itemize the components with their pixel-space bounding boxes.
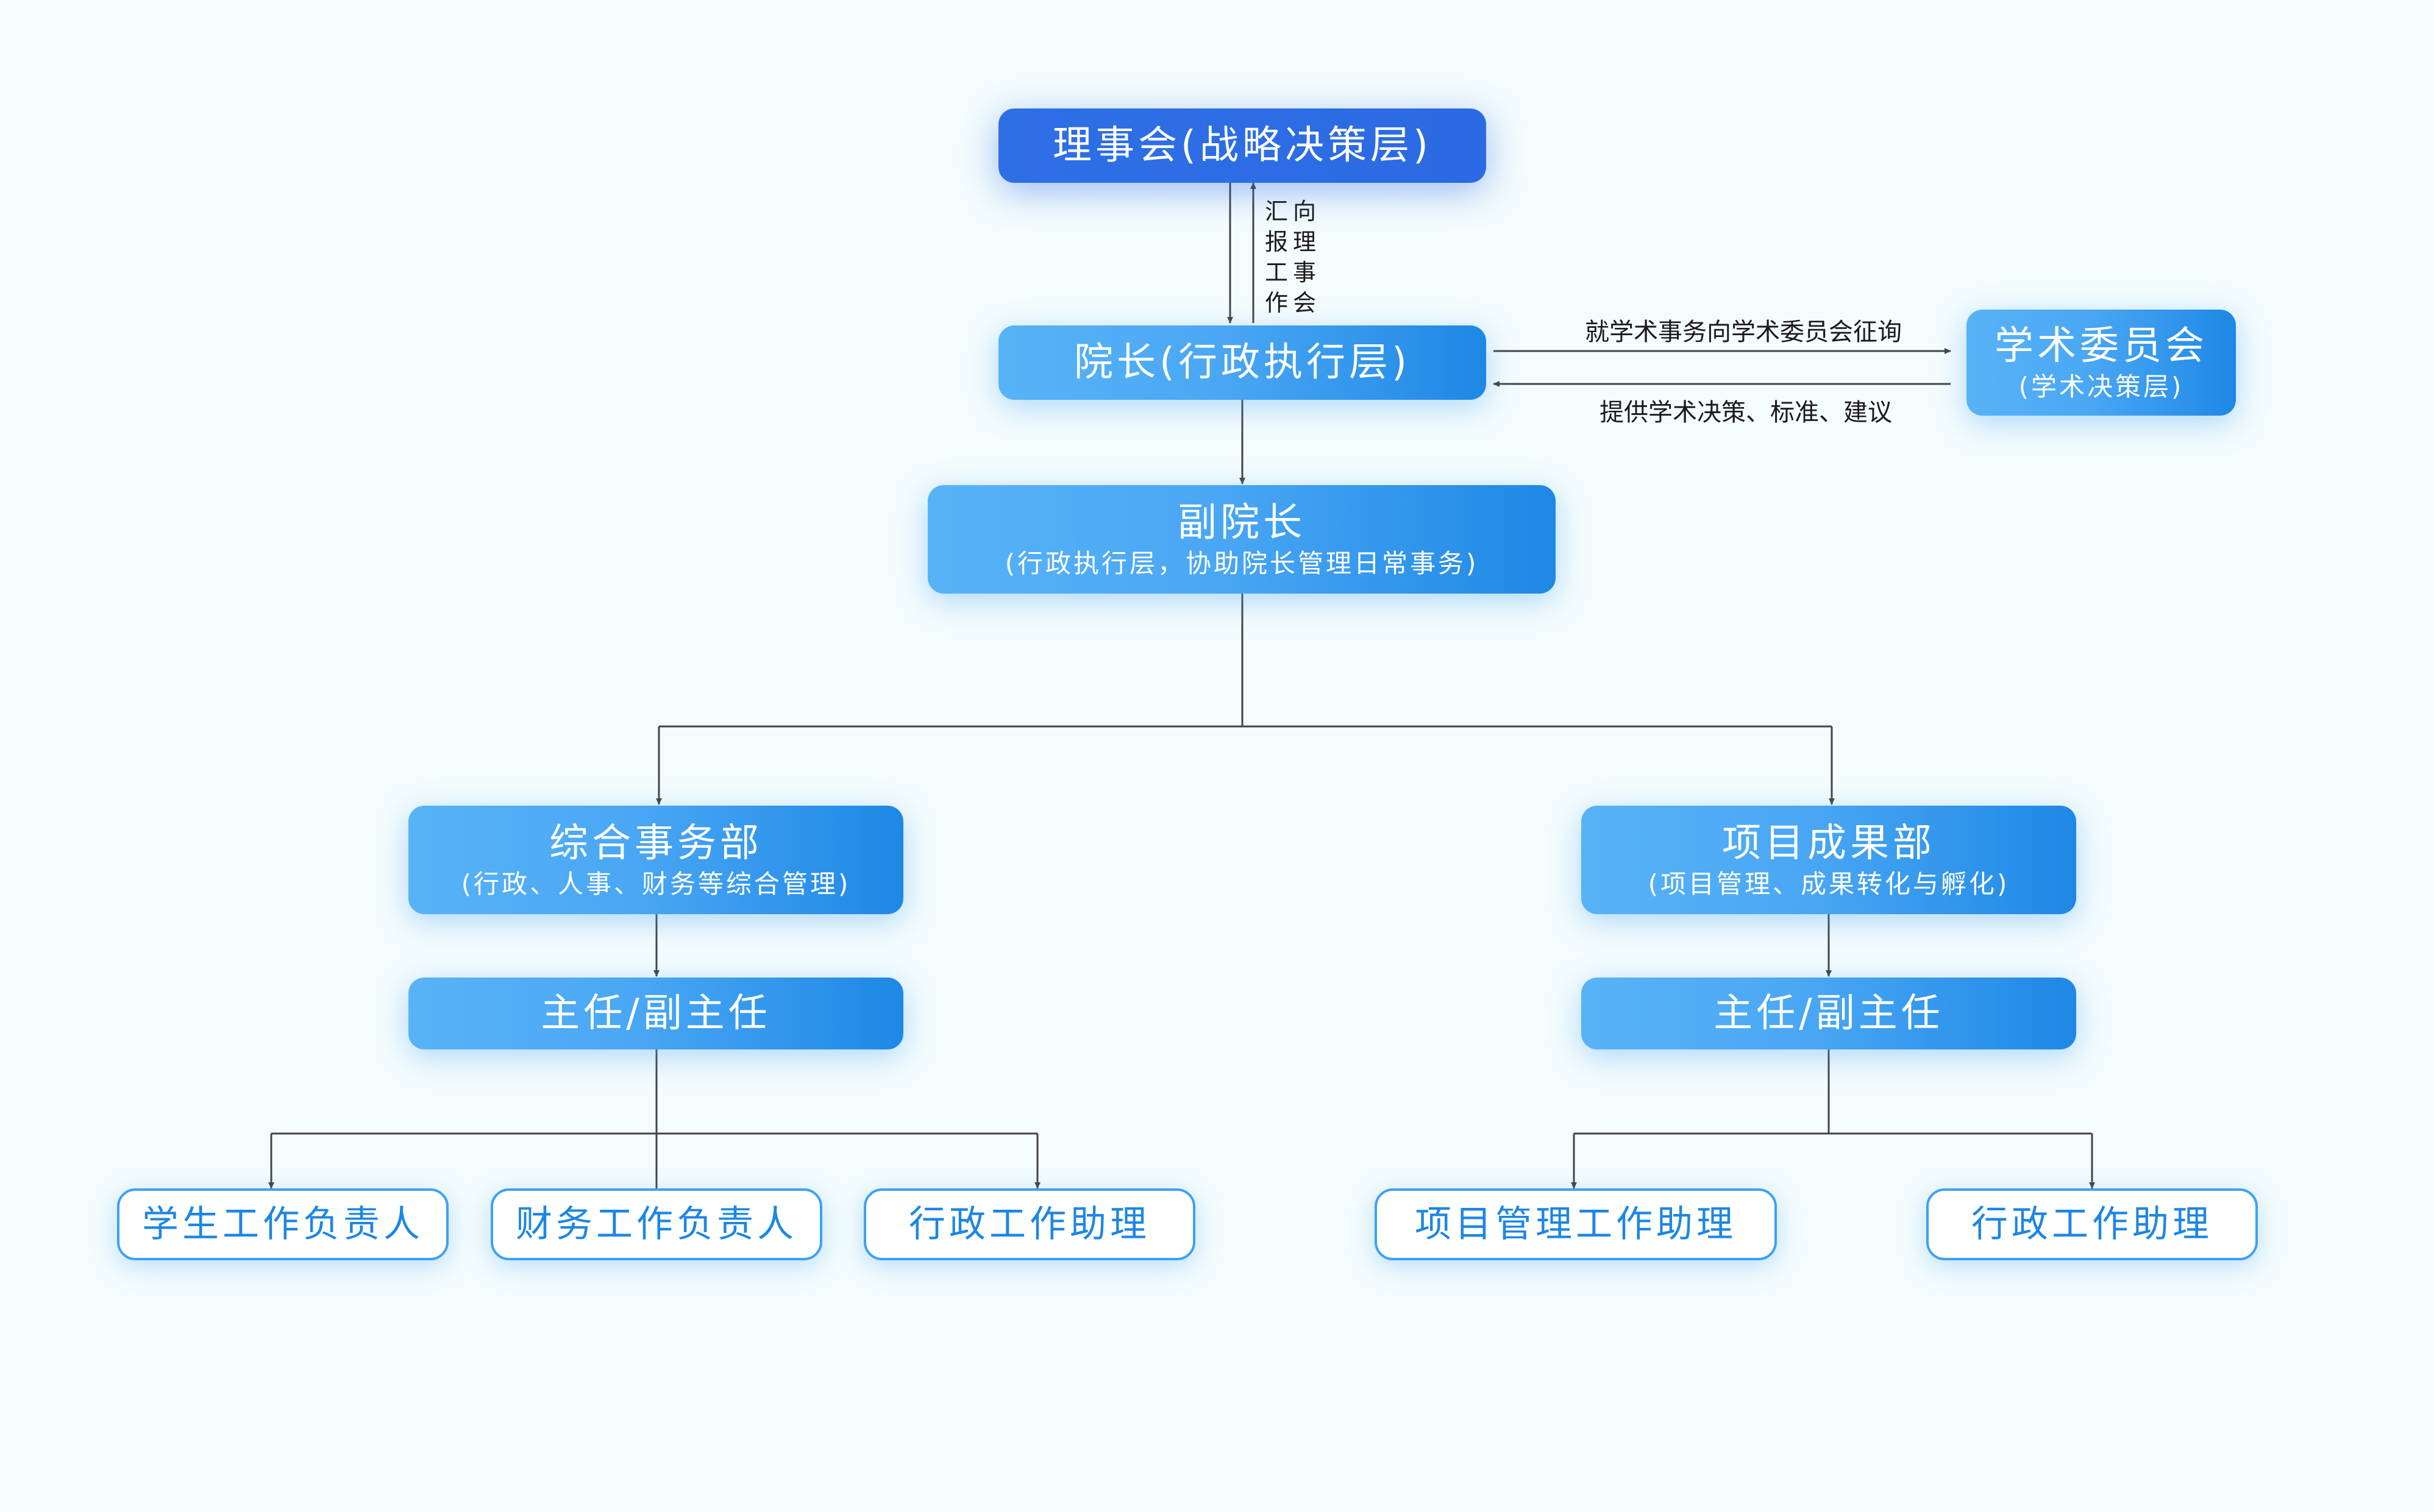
node-leaf-project-title: 项目管理工作助理 [1415,1203,1737,1246]
node-director-right-title: 主任/副主任 [1713,991,1944,1036]
node-leaf-project: 项目管理工作助理 [1375,1188,1777,1260]
node-academic-committee-subtitle: (学术决策层) [2018,372,2184,402]
edge-label-provide: 提供学术决策、标准、建议 [1600,399,1892,427]
node-leaf-admin-left-title: 行政工作助理 [909,1203,1150,1246]
node-board: 理事会(战略决策层) [998,108,1486,183]
node-project-results: 项目成果部 (项目管理、成果转化与孵化) [1581,806,2076,914]
edge-label-to-board: 向理事会 [1292,198,1316,316]
node-project-results-title: 项目成果部 [1722,821,1935,866]
node-director-left-title: 主任/副主任 [541,991,771,1036]
node-academic-committee: 学术委员会 (学术决策层) [1966,310,2236,416]
node-general-affairs-title: 综合事务部 [549,821,763,866]
node-dean: 院长(行政执行层) [998,325,1486,400]
edge-label-consult: 就学术事务向学术委员会征询 [1585,318,1902,346]
node-leaf-admin-right: 行政工作助理 [1926,1188,2258,1260]
node-leaf-finance-title: 财务工作负责人 [516,1203,797,1246]
node-director-left: 主任/副主任 [408,978,903,1049]
node-leaf-admin-right-title: 行政工作助理 [1971,1203,2213,1246]
node-dean-title: 院长(行政执行层) [1074,340,1411,385]
node-academic-committee-title: 学术委员会 [1995,324,2208,369]
node-director-right: 主任/副主任 [1581,978,2076,1049]
node-general-affairs-subtitle: (行政、人事、财务等综合管理) [461,869,851,899]
node-general-affairs: 综合事务部 (行政、人事、财务等综合管理) [408,806,903,914]
node-vice-dean-subtitle: (行政执行层，协助院长管理日常事务) [1005,548,1479,578]
node-leaf-student-title: 学生工作负责人 [142,1203,424,1246]
node-vice-dean: 副院长 (行政执行层，协助院长管理日常事务) [928,485,1556,594]
edge-label-report-work: 汇报工作 [1264,198,1288,316]
node-leaf-finance: 财务工作负责人 [491,1188,822,1260]
node-leaf-admin-left: 行政工作助理 [864,1188,1195,1260]
node-board-title: 理事会(战略决策层) [1053,123,1432,168]
node-vice-dean-title: 副院长 [1178,500,1306,545]
node-leaf-student: 学生工作负责人 [117,1188,449,1260]
node-project-results-subtitle: (项目管理、成果转化与孵化) [1648,869,2010,899]
